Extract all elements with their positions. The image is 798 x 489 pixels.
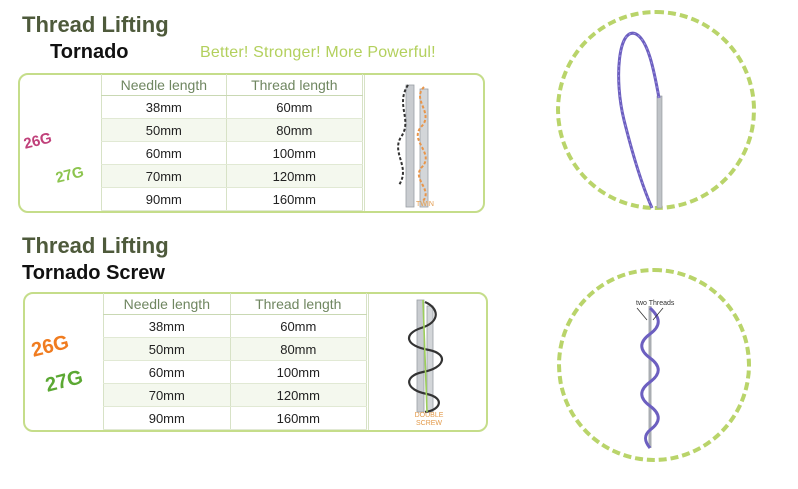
needle-length-cell: 60mm (103, 360, 231, 384)
section2-subtitle: Tornado Screw (22, 262, 165, 284)
needle-length-cell: 90mm (101, 187, 227, 211)
double-screw-needle-icon (408, 299, 443, 414)
two-threads-closeup-icon (636, 306, 664, 449)
tornado-needle-icon (397, 84, 429, 208)
section2-magnified-circle (557, 268, 751, 462)
needle-length-cell: 90mm (103, 406, 231, 430)
section1-subtitle: Tornado (50, 41, 129, 63)
double-screw-caption: DOUBLE SCREW (407, 412, 451, 428)
thread-length-cell: 160mm (226, 187, 364, 211)
needle-length-cell: 38mm (101, 95, 227, 119)
two-threads-label: two Threads (636, 300, 675, 307)
section2-title: Thread Lifting (22, 233, 169, 258)
twin-caption: TWIN (416, 201, 434, 208)
thread-length-cell: 80mm (226, 118, 364, 142)
thread-length-cell: 120mm (226, 164, 364, 188)
thread-length-cell: 100mm (226, 141, 364, 165)
double-screw-caption-line1: DOUBLE (414, 412, 444, 419)
double-screw-caption-line2: SCREW (415, 420, 443, 427)
thread-length-cell: 60mm (230, 314, 368, 338)
thread-length-cell: 80mm (230, 337, 368, 361)
thread-length-cell: 60mm (226, 95, 364, 119)
needle-length-cell: 50mm (101, 118, 227, 142)
section1-tagline: Better! Stronger! More Powerful! (200, 44, 436, 61)
thread-length-cell: 160mm (230, 406, 368, 430)
thread-length-cell: 120mm (230, 383, 368, 407)
section1-magnified-circle (556, 10, 756, 210)
section1-title: Thread Lifting (22, 12, 169, 37)
section1-needle-illustration: TWIN (364, 75, 483, 211)
needle-length-cell: 50mm (103, 337, 231, 361)
thread-length-cell: 100mm (230, 360, 368, 384)
needle-length-cell: 70mm (101, 164, 227, 188)
needle-length-cell: 38mm (103, 314, 231, 338)
needle-length-cell: 70mm (103, 383, 231, 407)
column-header-needle-length: Needle length (101, 74, 227, 96)
column-header-thread-length: Thread length (230, 293, 368, 315)
column-header-needle-length: Needle length (103, 293, 231, 315)
column-header-thread-length: Thread length (226, 74, 364, 96)
single-thread-closeup-icon (617, 31, 663, 209)
needle-length-cell: 60mm (101, 141, 227, 165)
section2-needle-illustration: DOUBLE SCREW (368, 294, 487, 430)
